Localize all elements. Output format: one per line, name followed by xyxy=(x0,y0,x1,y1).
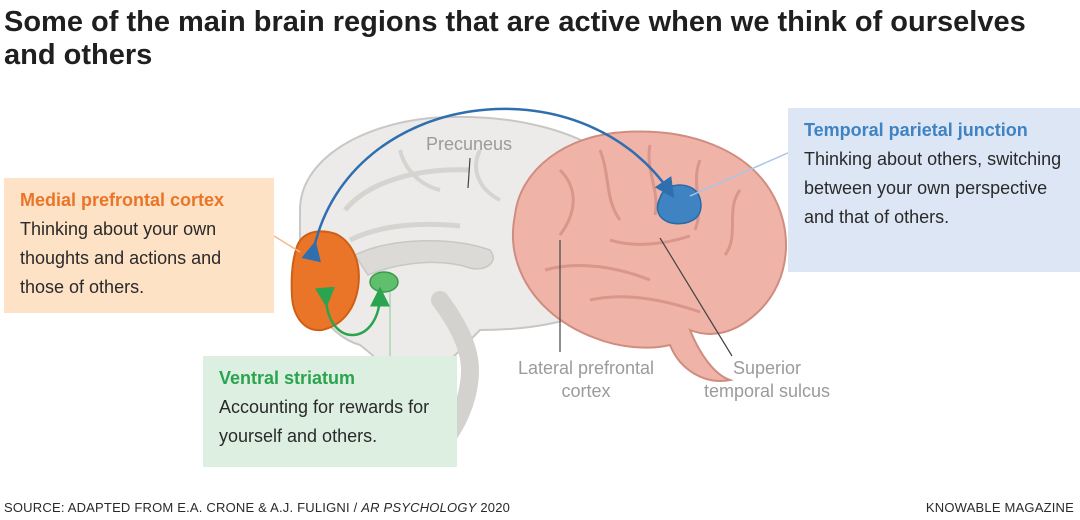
sts-label-line2: temporal sulcus xyxy=(703,381,831,401)
brain-illustration xyxy=(273,107,791,454)
sts-label-line1: Superior xyxy=(732,358,802,378)
mpfc-pointer xyxy=(273,235,301,253)
lateral-pfc-label-line1: Lateral prefrontal xyxy=(517,358,655,378)
sts-label: Superior temporal sulcus xyxy=(684,357,850,403)
tpj-description: Thinking about others, switching between… xyxy=(804,149,1062,227)
source-credit: SOURCE: ADAPTED FROM E.A. CRONE & A.J. F… xyxy=(4,500,510,516)
brand-credit: KNOWABLE MAGAZINE xyxy=(925,500,1074,515)
tpj-title: Temporal parietal junction xyxy=(804,120,1028,140)
tpj-callout: Temporal parietal junction Thinking abou… xyxy=(788,108,1080,272)
vs-description: Accounting for rewards for yourself and … xyxy=(219,397,430,446)
ventral-striatum-callout: Ventral striatum Accounting for rewards … xyxy=(203,356,457,467)
source-journal: AR PSYCHOLOGY xyxy=(361,500,477,515)
lateral-pfc-label-line2: cortex xyxy=(561,381,611,401)
tpj-region xyxy=(656,184,702,225)
mpfc-vs-arrow xyxy=(315,286,390,337)
source-prefix: SOURCE: ADAPTED FROM E.A. CRONE & A.J. F… xyxy=(4,500,362,515)
lateral-pfc-label: Lateral prefrontal cortex xyxy=(498,357,674,403)
mpfc-title: Medial prefrontal cortex xyxy=(20,190,225,210)
ventral-striatum-region xyxy=(369,271,399,293)
precuneus-label: Precuneus xyxy=(425,134,513,154)
lateral-brain-view xyxy=(512,130,787,382)
mpfc-description: Thinking about your own thoughts and act… xyxy=(20,219,222,297)
page-title: Some of the main brain regions that are … xyxy=(4,6,1026,71)
vs-title: Ventral striatum xyxy=(219,368,356,388)
mpfc-tpj-arrow xyxy=(301,107,675,263)
tpj-pointer xyxy=(689,151,791,197)
source-year: 2020 xyxy=(476,500,511,515)
mpfc-callout: Medial prefrontal cortex Thinking about … xyxy=(4,178,274,313)
